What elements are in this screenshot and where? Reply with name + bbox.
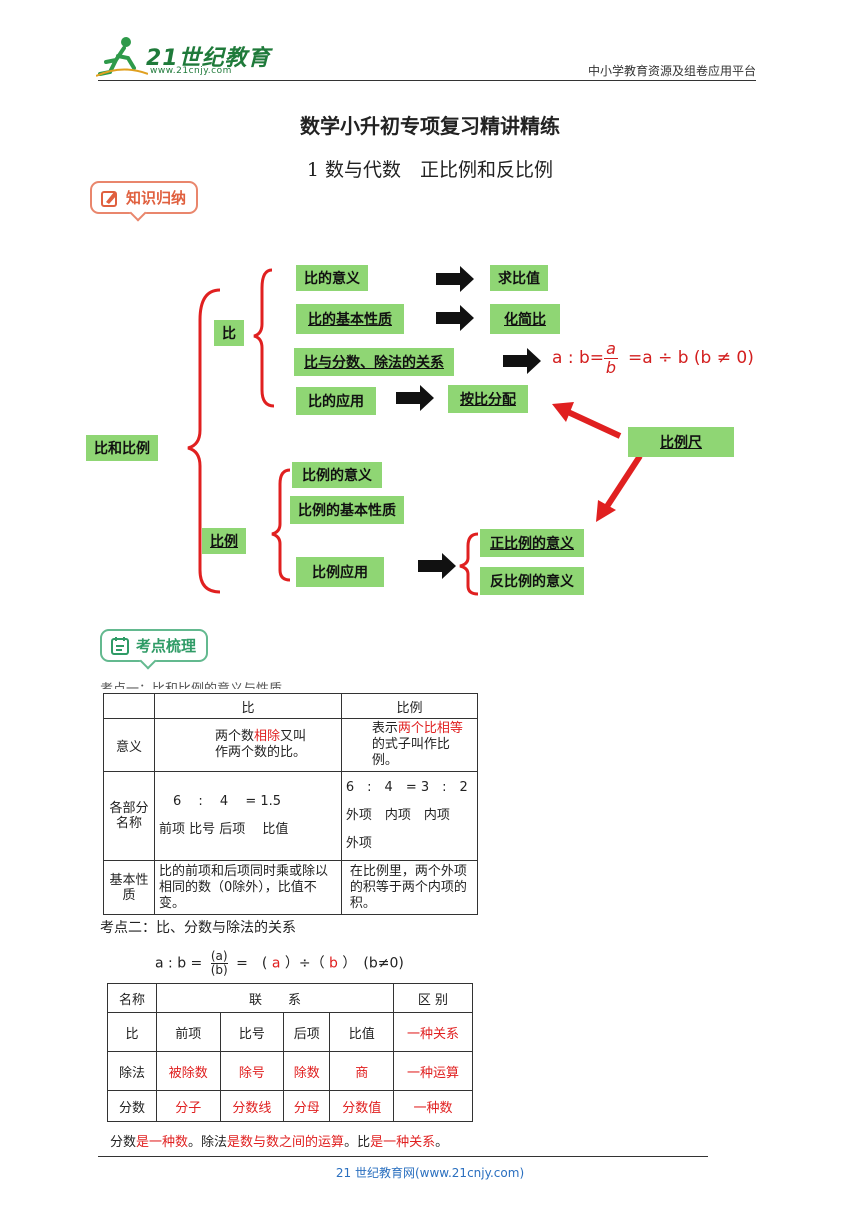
row-label-parts: 各部分名称 bbox=[103, 771, 155, 861]
table-row: 分数 分子 分数线 分母 分数值 一种数 bbox=[107, 1090, 473, 1122]
node-bili-meaning: 比例的意义 bbox=[292, 462, 382, 488]
logo-runner-icon bbox=[96, 37, 148, 77]
node-bili-application: 比例应用 bbox=[296, 557, 384, 587]
node-bi-value: 求比值 bbox=[490, 265, 548, 291]
pencil-book-icon bbox=[101, 190, 117, 207]
node-bi-meaning: 比的意义 bbox=[296, 265, 368, 291]
logo-text: 21世纪教育 bbox=[146, 46, 271, 71]
cell-bili-meaning: 表示两个比相等 的式子叫作比例。 bbox=[340, 718, 479, 772]
calendar-list-icon bbox=[111, 636, 129, 655]
page-title: 数学小升初专项复习精讲精练 bbox=[300, 114, 560, 138]
kaodian2-heading: 考点二：比、分数与除法的关系 bbox=[100, 920, 296, 936]
division-equation: a : b = (a) (b) = ( a ）÷（ b ） (b≠0) bbox=[155, 949, 404, 977]
section-badge-knowledge: 知识归纳 bbox=[90, 181, 199, 222]
node-bili-property: 比例的基本性质 bbox=[290, 496, 404, 524]
fraction-numerator: a bbox=[606, 339, 616, 358]
row-label-meaning: 意义 bbox=[103, 718, 155, 772]
formula-right: =a ÷ b (b ≠ 0) bbox=[628, 348, 754, 368]
node-root: 比和比例 bbox=[86, 435, 158, 461]
table-row: 除法 被除数 除号 除数 商 一种运算 bbox=[107, 1051, 473, 1091]
formula-left: a : b= bbox=[552, 348, 604, 368]
table-row: 比 前项 比号 后项 比值 一种关系 bbox=[107, 1012, 473, 1052]
node-bi-allocate: 按比分配 bbox=[448, 385, 528, 413]
node-bi-property: 比的基本性质 bbox=[296, 304, 404, 334]
logo-url: www.21cnjy.com bbox=[150, 66, 232, 76]
row-label-property: 基本性质 bbox=[103, 860, 155, 915]
cell-bili-property: 在比例里，两个外项的积等于两个内项的积。 bbox=[340, 860, 479, 915]
col-head-bi: 比 bbox=[154, 693, 342, 719]
kaodian1-heading: 考点一：比和比例的意义与性质 bbox=[100, 678, 282, 689]
cell-bili-parts: 6 : 4 = 3 : 2 外项 内项 内项 外项 bbox=[340, 771, 479, 861]
node-direct: 正比例的意义 bbox=[480, 529, 584, 557]
node-bi-simplify: 化简比 bbox=[490, 304, 560, 334]
col-head-link: 联 系 bbox=[156, 983, 394, 1013]
node-inverse: 反比例的意义 bbox=[480, 567, 584, 595]
node-bi: 比 bbox=[214, 320, 244, 346]
header-divider bbox=[98, 80, 756, 81]
page-subtitle: 1 数与代数 正比例和反比例 bbox=[306, 159, 554, 181]
footer-divider bbox=[98, 1156, 708, 1157]
ratio-proportion-table: 比 比例 意义 两个数相除又叫 作两个数的比。 表示两个比相等 的式子叫作比例。… bbox=[103, 693, 479, 915]
col-head-diff: 区 别 bbox=[393, 983, 473, 1013]
cell-bi-property: 比的前项和后项同时乘或除以相同的数（0除外），比值不变。 bbox=[154, 860, 342, 915]
cell-bi-meaning: 两个数相除又叫 作两个数的比。 bbox=[154, 718, 342, 772]
footer-link[interactable]: 21 世纪教育网(www.21cnjy.com) bbox=[335, 1166, 525, 1180]
cell-bi-parts: 6 : 4 = 1.5 前项 比号 后项 比值 bbox=[154, 771, 342, 861]
node-bi-relation: 比与分数、除法的关系 bbox=[294, 348, 454, 376]
mindmap-connectors bbox=[187, 266, 643, 596]
ratio-fraction-division-table: 名称 联 系 区 别 比 前项 比号 后项 比值 一种关系 除法 被除数 除号 … bbox=[107, 983, 473, 1122]
formula-fraction: a b bbox=[604, 340, 618, 377]
fraction-denominator: b bbox=[604, 358, 618, 377]
section-title-knowledge: 知识归纳 bbox=[126, 189, 187, 207]
header-platform-text: 中小学教育资源及组卷应用平台 bbox=[587, 64, 756, 78]
node-scale: 比例尺 bbox=[628, 427, 734, 457]
col-head-bili: 比例 bbox=[340, 693, 479, 719]
section-badge-points: 考点梳理 bbox=[100, 629, 209, 670]
section-title-points: 考点梳理 bbox=[136, 637, 197, 655]
summary-sentence: 分数是一种数。除法是数与数之间的运算。比是一种关系。 bbox=[110, 1135, 449, 1150]
node-bi-application: 比的应用 bbox=[296, 387, 376, 415]
node-bili: 比例 bbox=[202, 528, 246, 554]
col-head-name: 名称 bbox=[107, 983, 157, 1013]
